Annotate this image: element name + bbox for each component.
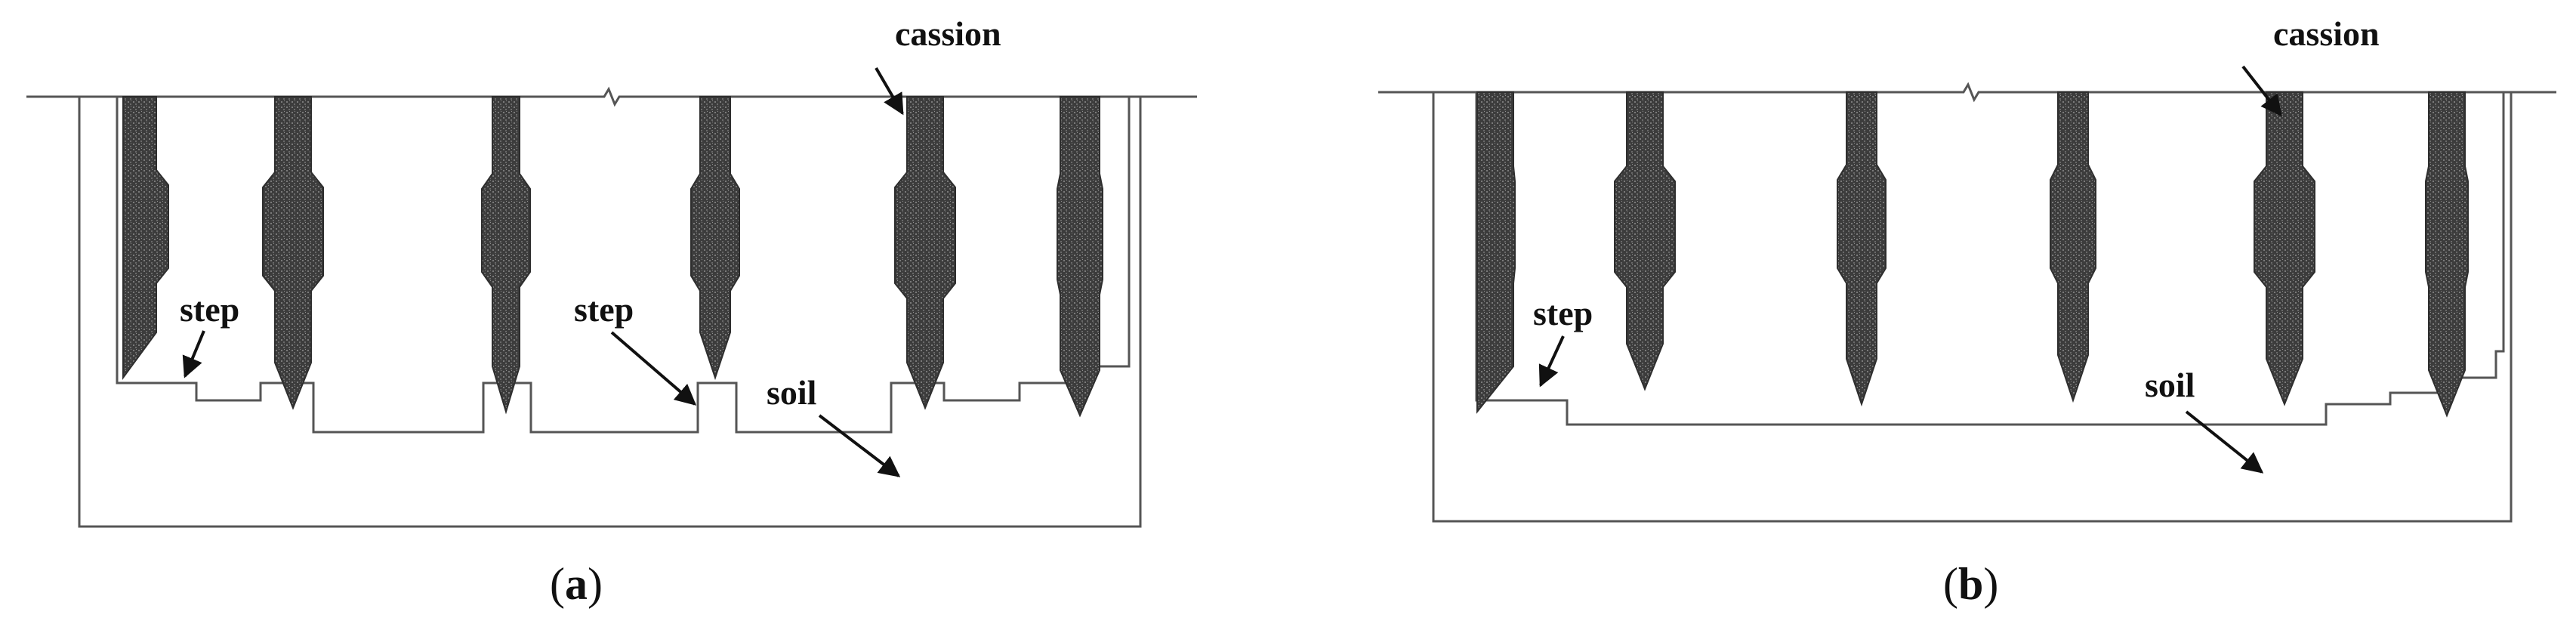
caisson-b-6 [2425,91,2469,418]
arrow-soil-b [2185,410,2264,474]
caisson-a-5 [894,96,956,410]
caisson-b-4 [2050,91,2096,403]
label-step-b: step [1533,294,1593,332]
label-soil-a: soil [767,373,816,412]
caisson-a-2 [262,96,324,410]
label-soil-b: soil [2145,366,2195,404]
caption-b: (b) [1943,559,1998,609]
label-cassion-b: cassion [2273,14,2380,53]
soil-region-a [78,95,1142,528]
panel-a: cassion step step soil (a) [26,14,1197,609]
ground-line-b [1378,82,2556,103]
soil-region-b [1432,91,2513,523]
arrow-cassion-a [875,66,904,116]
caisson-a-6 [1057,96,1103,418]
caisson-a-1 [122,96,169,381]
arrow-soil-a [818,414,901,477]
caisson-b-1 [1476,91,1516,414]
arrow-cassion-b [2241,65,2282,117]
label-cassion-a: cassion [895,14,1001,53]
caisson-a-4 [690,96,740,381]
ground-line-a [26,86,1197,107]
caisson-group-b [1476,91,2469,418]
caisson-b-3 [1837,91,1886,407]
caisson-b-2 [1614,91,1676,391]
caption-a: (a) [550,559,603,609]
caisson-a-3 [481,96,531,415]
arrow-step-mid-a [610,331,697,406]
arrow-step-left-a [182,330,205,378]
caisson-group-a [122,96,1103,418]
caisson-b-5 [2254,91,2315,406]
label-step-left-a: step [180,290,239,329]
panel-b: cassion step soil (b) [1378,14,2556,609]
label-step-mid-a: step [574,290,634,329]
arrow-step-b [1538,335,1565,388]
